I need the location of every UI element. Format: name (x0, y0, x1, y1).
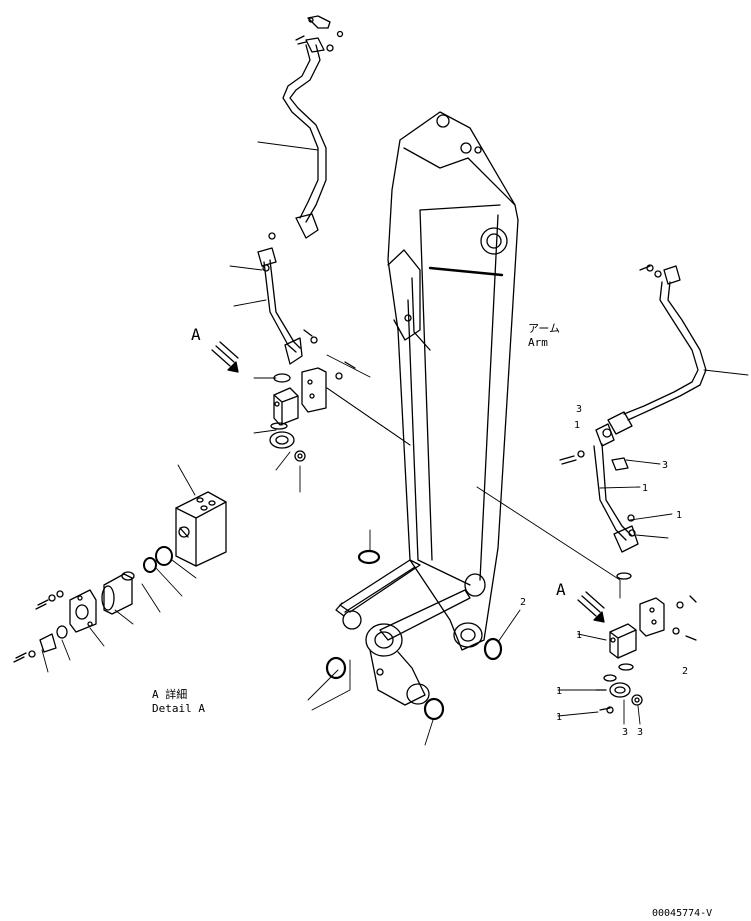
o-ring-left (325, 656, 347, 680)
arm-body (387, 111, 519, 651)
view-a-right-label: A (556, 580, 566, 599)
drawing-code: 00045774-V (652, 908, 712, 919)
callout-number: 1 (642, 483, 648, 494)
callout-number: 1 (576, 630, 582, 641)
text-labels: アーム Arm A 詳細 Detail A A A 00045774-V 3 1… (152, 322, 712, 919)
leader-lines (41, 141, 749, 746)
o-ring-upper (357, 549, 381, 565)
callout-number: 3 (622, 727, 628, 738)
detail-a-assembly (13, 491, 227, 663)
right-hose-assembly (559, 264, 707, 714)
view-a-arrow-left (211, 341, 239, 373)
detail-label-en: Detail A (152, 702, 205, 715)
callout-number: 2 (520, 597, 526, 608)
view-a-left-label: A (191, 325, 201, 344)
callout-number: 2 (682, 666, 688, 677)
callout-number: 1 (556, 686, 562, 697)
arm-label-en: Arm (528, 336, 548, 349)
callout-number: 3 (637, 727, 643, 738)
arm-label-ja: アーム (528, 322, 560, 335)
view-a-arrow-right (577, 591, 605, 623)
callout-number: 1 (556, 712, 562, 723)
callout-number: 3 (662, 460, 668, 471)
o-ring-right (483, 637, 503, 661)
link-assembly (335, 559, 471, 706)
detail-label-ja: A 詳細 (152, 687, 187, 701)
callout-number: 3 (576, 404, 582, 415)
o-ring-bottom (423, 697, 445, 721)
callout-number: 1 (574, 420, 580, 431)
callout-number: 1 (676, 510, 682, 521)
left-hose-assembly (257, 15, 356, 462)
